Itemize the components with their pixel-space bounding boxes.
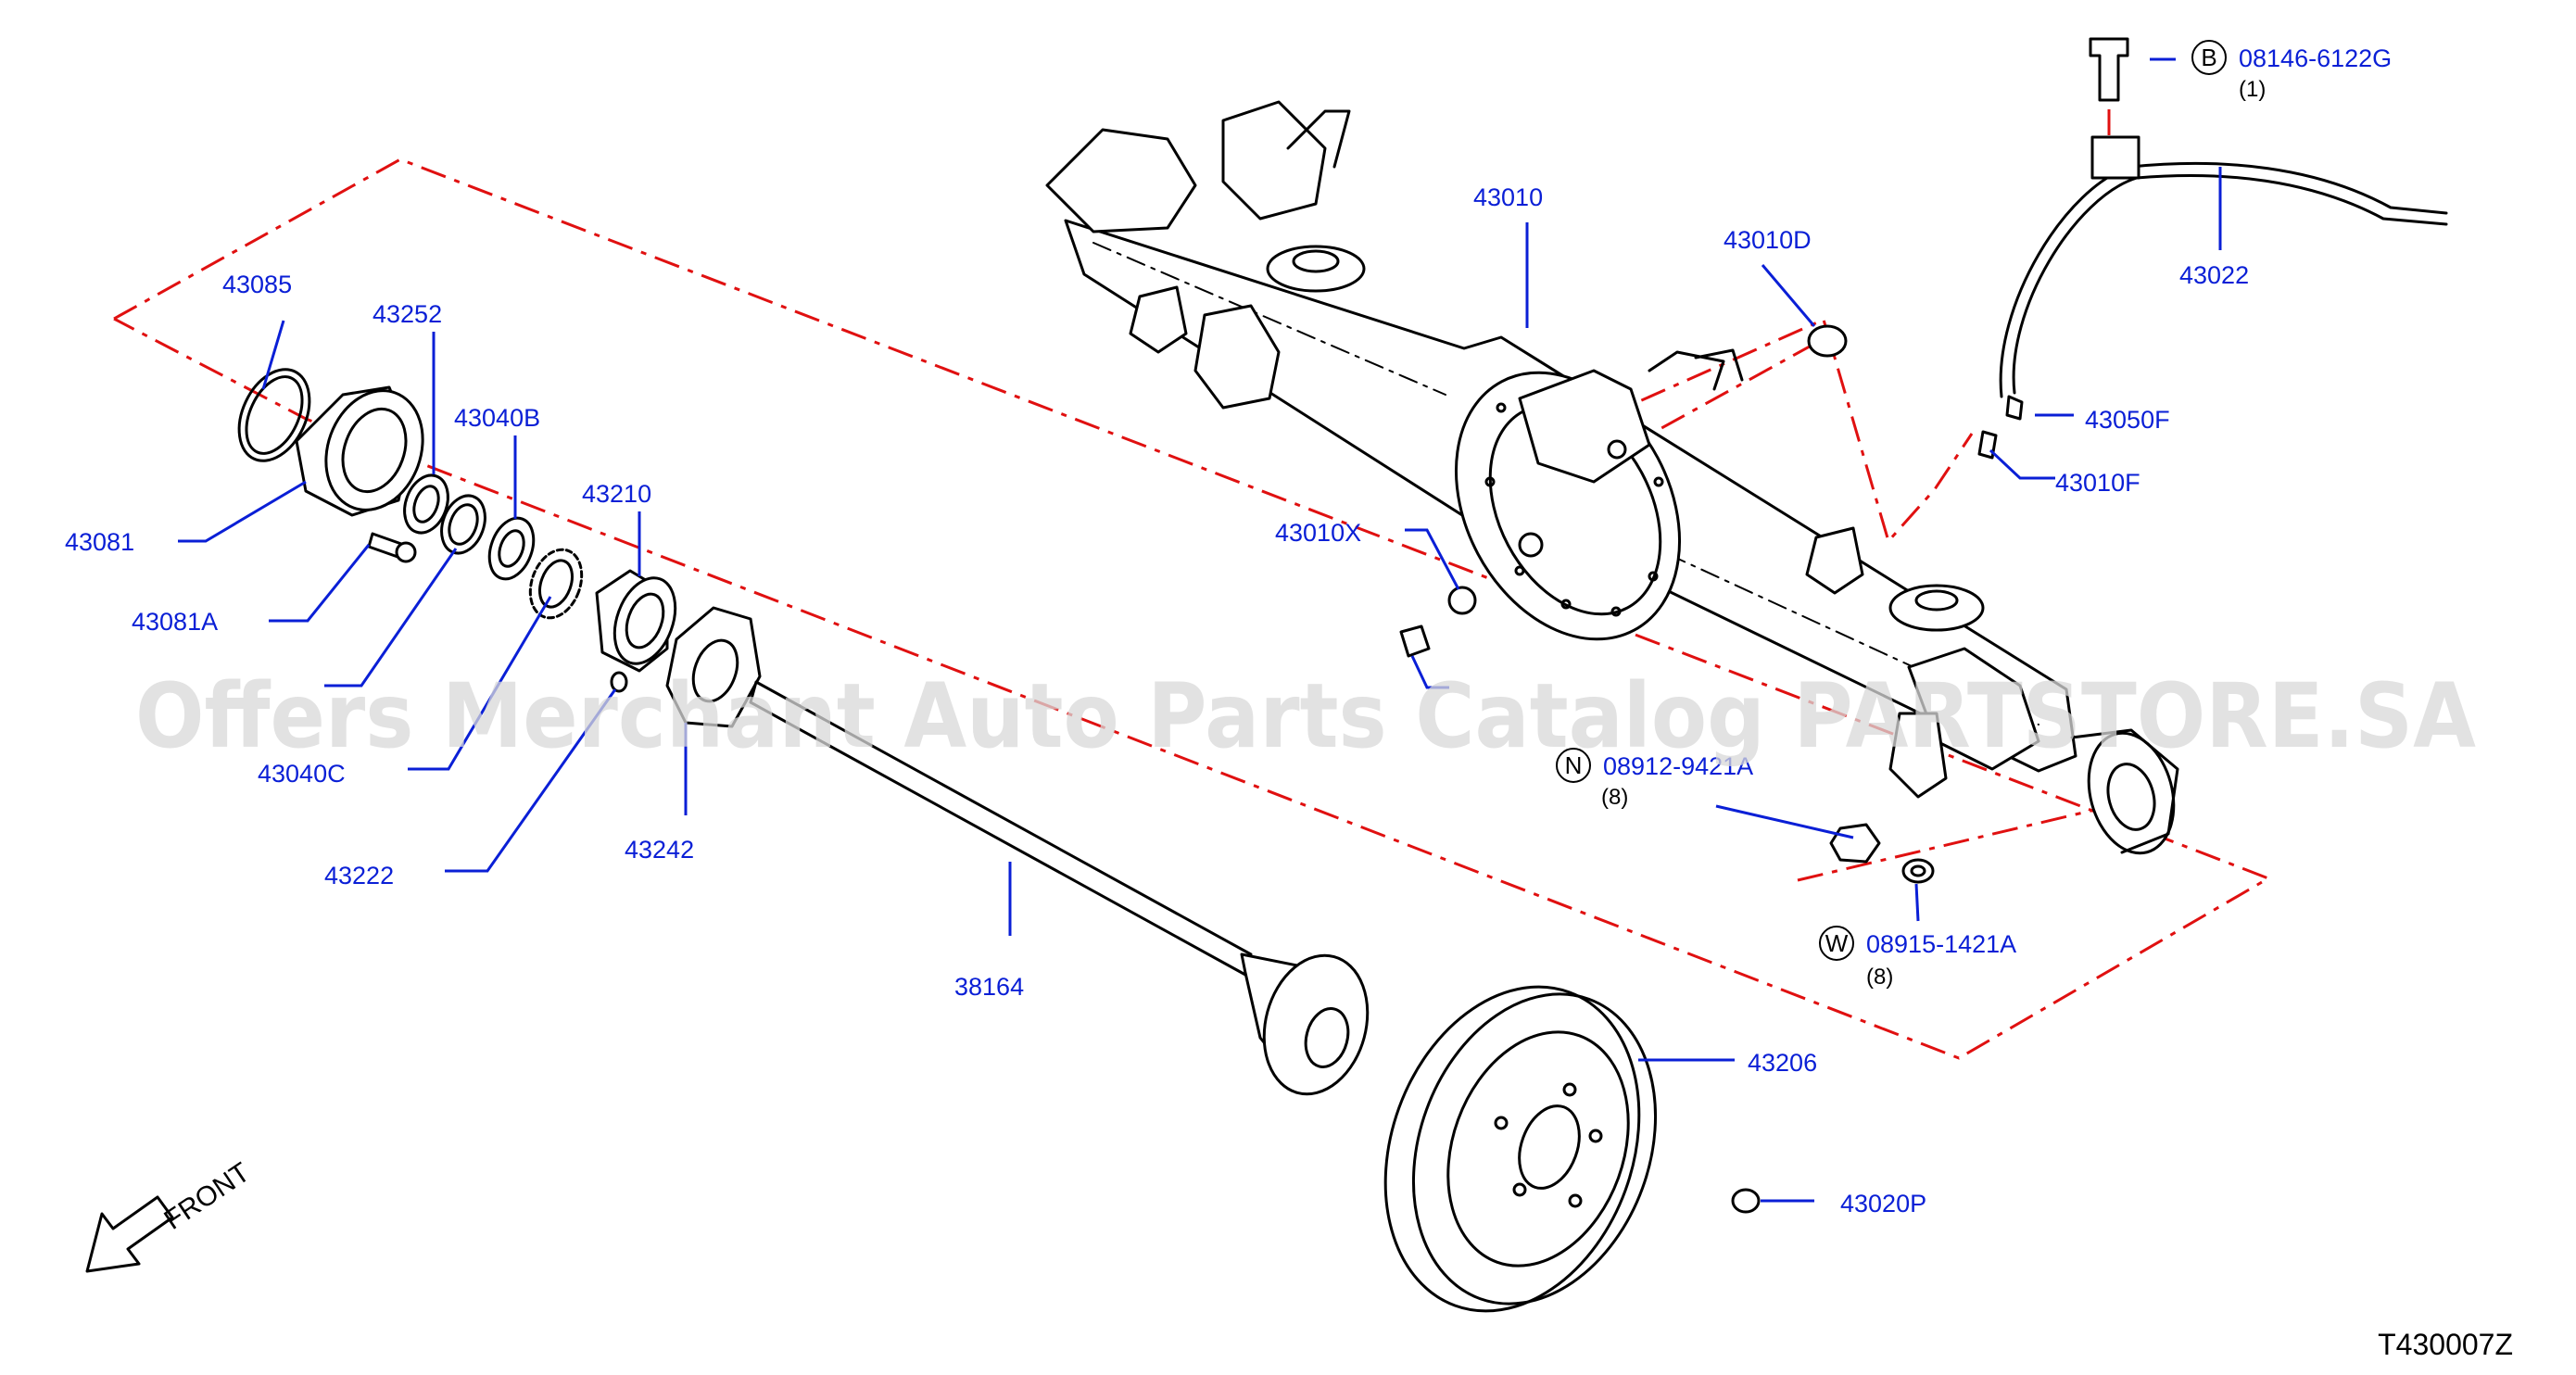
label-43085[interactable]: 43085 [222,271,292,298]
label-43020P[interactable]: 43020P [1840,1190,1926,1217]
brake-rotor-drawing [1383,985,1658,1313]
watermark-text: Offers Merchant Auto Parts Catalog PARTS… [135,664,2476,768]
label-08146-6122G[interactable]: 08146-6122G [2239,44,2392,72]
circle-n-icon [1556,748,1591,783]
label-08915-1421A[interactable]: 08915-1421A [1866,930,2016,958]
label-08912-9421A[interactable]: 08912-9421A [1603,752,1753,780]
label-43252[interactable]: 43252 [373,300,442,328]
label-43040B[interactable]: 43040B [454,404,540,432]
axle-housing-drawing [1045,100,2179,855]
assembly-outline [113,109,2272,1060]
label-43010X[interactable]: 43010X [1275,519,1361,547]
label-43010D[interactable]: 43010D [1724,226,1812,254]
label-38164[interactable]: 38164 [954,973,1024,1001]
qty-08146-6122G: (1) [2239,77,2266,102]
label-43040C[interactable]: 43040C [258,760,346,788]
hub-components-drawing [237,368,762,728]
circle-w-letter: W [1825,929,1849,957]
circle-b-icon [2191,40,2227,75]
qty-08912-9421A: (8) [1601,785,1628,810]
breather-hose-drawing [1977,37,2448,460]
label-43210[interactable]: 43210 [582,480,651,508]
front-indicator: FRONT [85,1157,256,1273]
label-43206[interactable]: 43206 [1748,1049,1817,1077]
label-43010[interactable]: 43010 [1473,183,1543,211]
label-43222[interactable]: 43222 [324,862,394,889]
label-43050F[interactable]: 43050F [2085,406,2170,434]
axle-shaft-drawing [749,680,1370,1096]
label-43242[interactable]: 43242 [625,836,694,864]
circle-w-icon [1819,926,1854,961]
small-parts-drawing [1399,324,1935,1214]
qty-08915-1421A: (8) [1866,965,1893,990]
front-arrow-icon [85,1195,174,1273]
label-43022[interactable]: 43022 [2179,261,2249,289]
circle-b-letter: B [2201,44,2216,71]
circle-n-letter: N [1565,751,1583,779]
label-43081[interactable]: 43081 [65,528,134,556]
label-43081A[interactable]: 43081A [132,608,218,636]
label-43010F[interactable]: 43010F [2055,469,2140,497]
leader-lines [178,57,2222,1203]
part-labels: 43085 43252 43040B 43210 43081 43081A 43… [65,40,2392,1217]
front-label: FRONT [158,1157,255,1236]
reference-code: T430007Z [2378,1328,2513,1361]
